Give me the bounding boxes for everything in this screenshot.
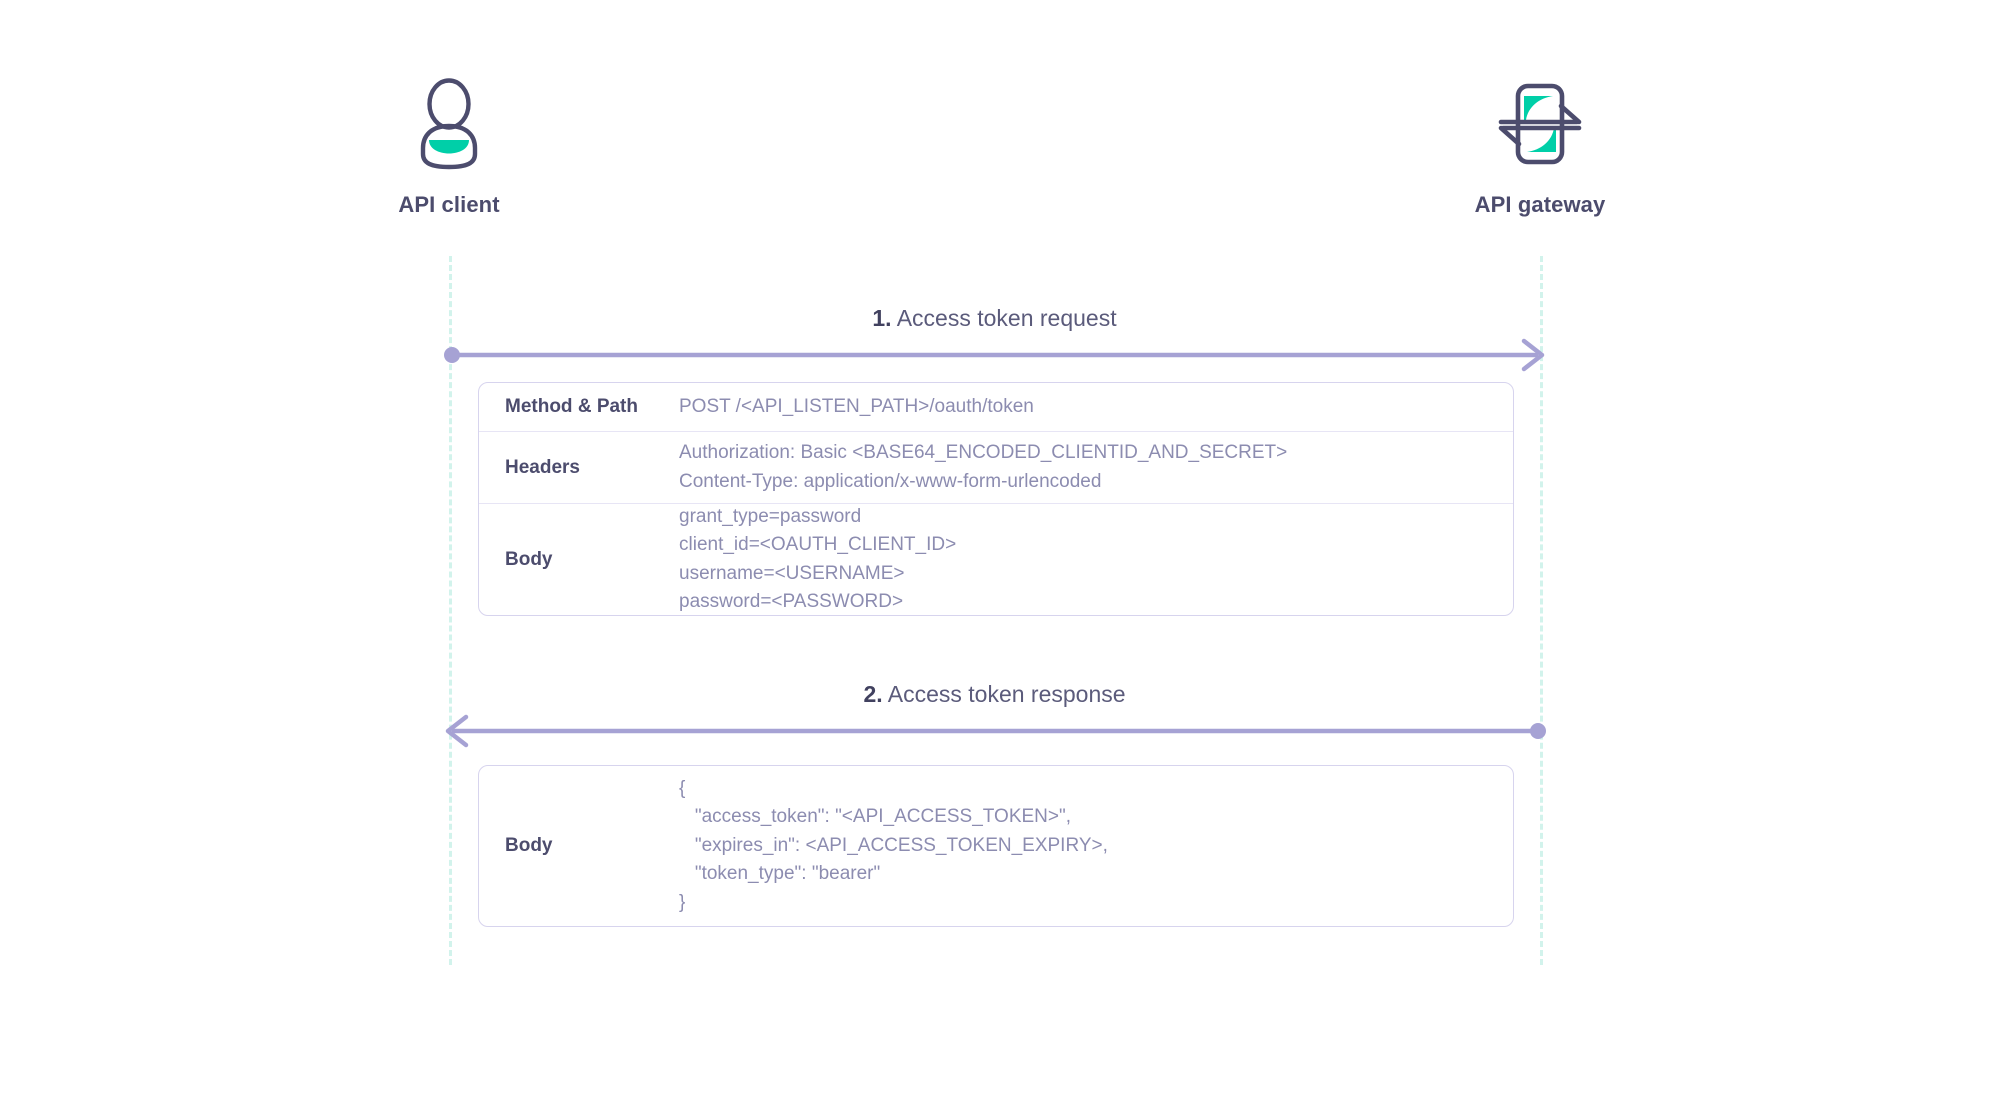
- message-label-2: 2. Access token response: [449, 681, 1540, 708]
- table-row: Headers Authorization: Basic <BASE64_ENC…: [479, 431, 1513, 503]
- message-number-1: 1.: [872, 305, 892, 331]
- actor-api-client: API client: [299, 78, 599, 218]
- user-person-icon: [299, 78, 599, 170]
- detail-key: Body: [505, 835, 553, 856]
- table-row: Body grant_type=password client_id=<OAUT…: [479, 503, 1513, 615]
- request-detail-table: Method & Path POST /<API_LISTEN_PATH>/oa…: [478, 382, 1514, 616]
- actor-label-api-client: API client: [398, 192, 500, 217]
- message-number-2: 2.: [863, 681, 883, 707]
- response-detail-table: Body { "access_token": "<API_ACCESS_TOKE…: [478, 765, 1514, 927]
- actor-label-api-gateway: API gateway: [1474, 192, 1606, 217]
- detail-value: grant_type=password client_id=<OAUTH_CLI…: [679, 505, 957, 613]
- message-label-1: 1. Access token request: [449, 305, 1540, 332]
- detail-value: Authorization: Basic <BASE64_ENCODED_CLI…: [679, 442, 1288, 492]
- lifeline-api-gateway: [1540, 256, 1543, 965]
- detail-key: Body: [505, 548, 553, 570]
- actor-api-gateway: API gateway: [1390, 78, 1690, 218]
- api-gateway-exchange-icon: [1390, 78, 1690, 170]
- arrow-left-icon: [445, 714, 1546, 748]
- lifeline-api-client: [449, 256, 452, 965]
- arrow-right-icon: [444, 338, 1545, 372]
- table-row: Method & Path POST /<API_LISTEN_PATH>/oa…: [479, 383, 1513, 431]
- detail-key: Method & Path: [505, 396, 638, 417]
- message-text-1: Access token request: [896, 305, 1117, 331]
- detail-key: Headers: [505, 456, 580, 478]
- message-text-2: Access token response: [887, 681, 1126, 707]
- detail-value: POST /<API_LISTEN_PATH>/oauth/token: [679, 395, 1034, 417]
- table-row: Body { "access_token": "<API_ACCESS_TOKE…: [479, 766, 1513, 926]
- detail-value: { "access_token": "<API_ACCESS_TOKEN>", …: [679, 777, 1108, 913]
